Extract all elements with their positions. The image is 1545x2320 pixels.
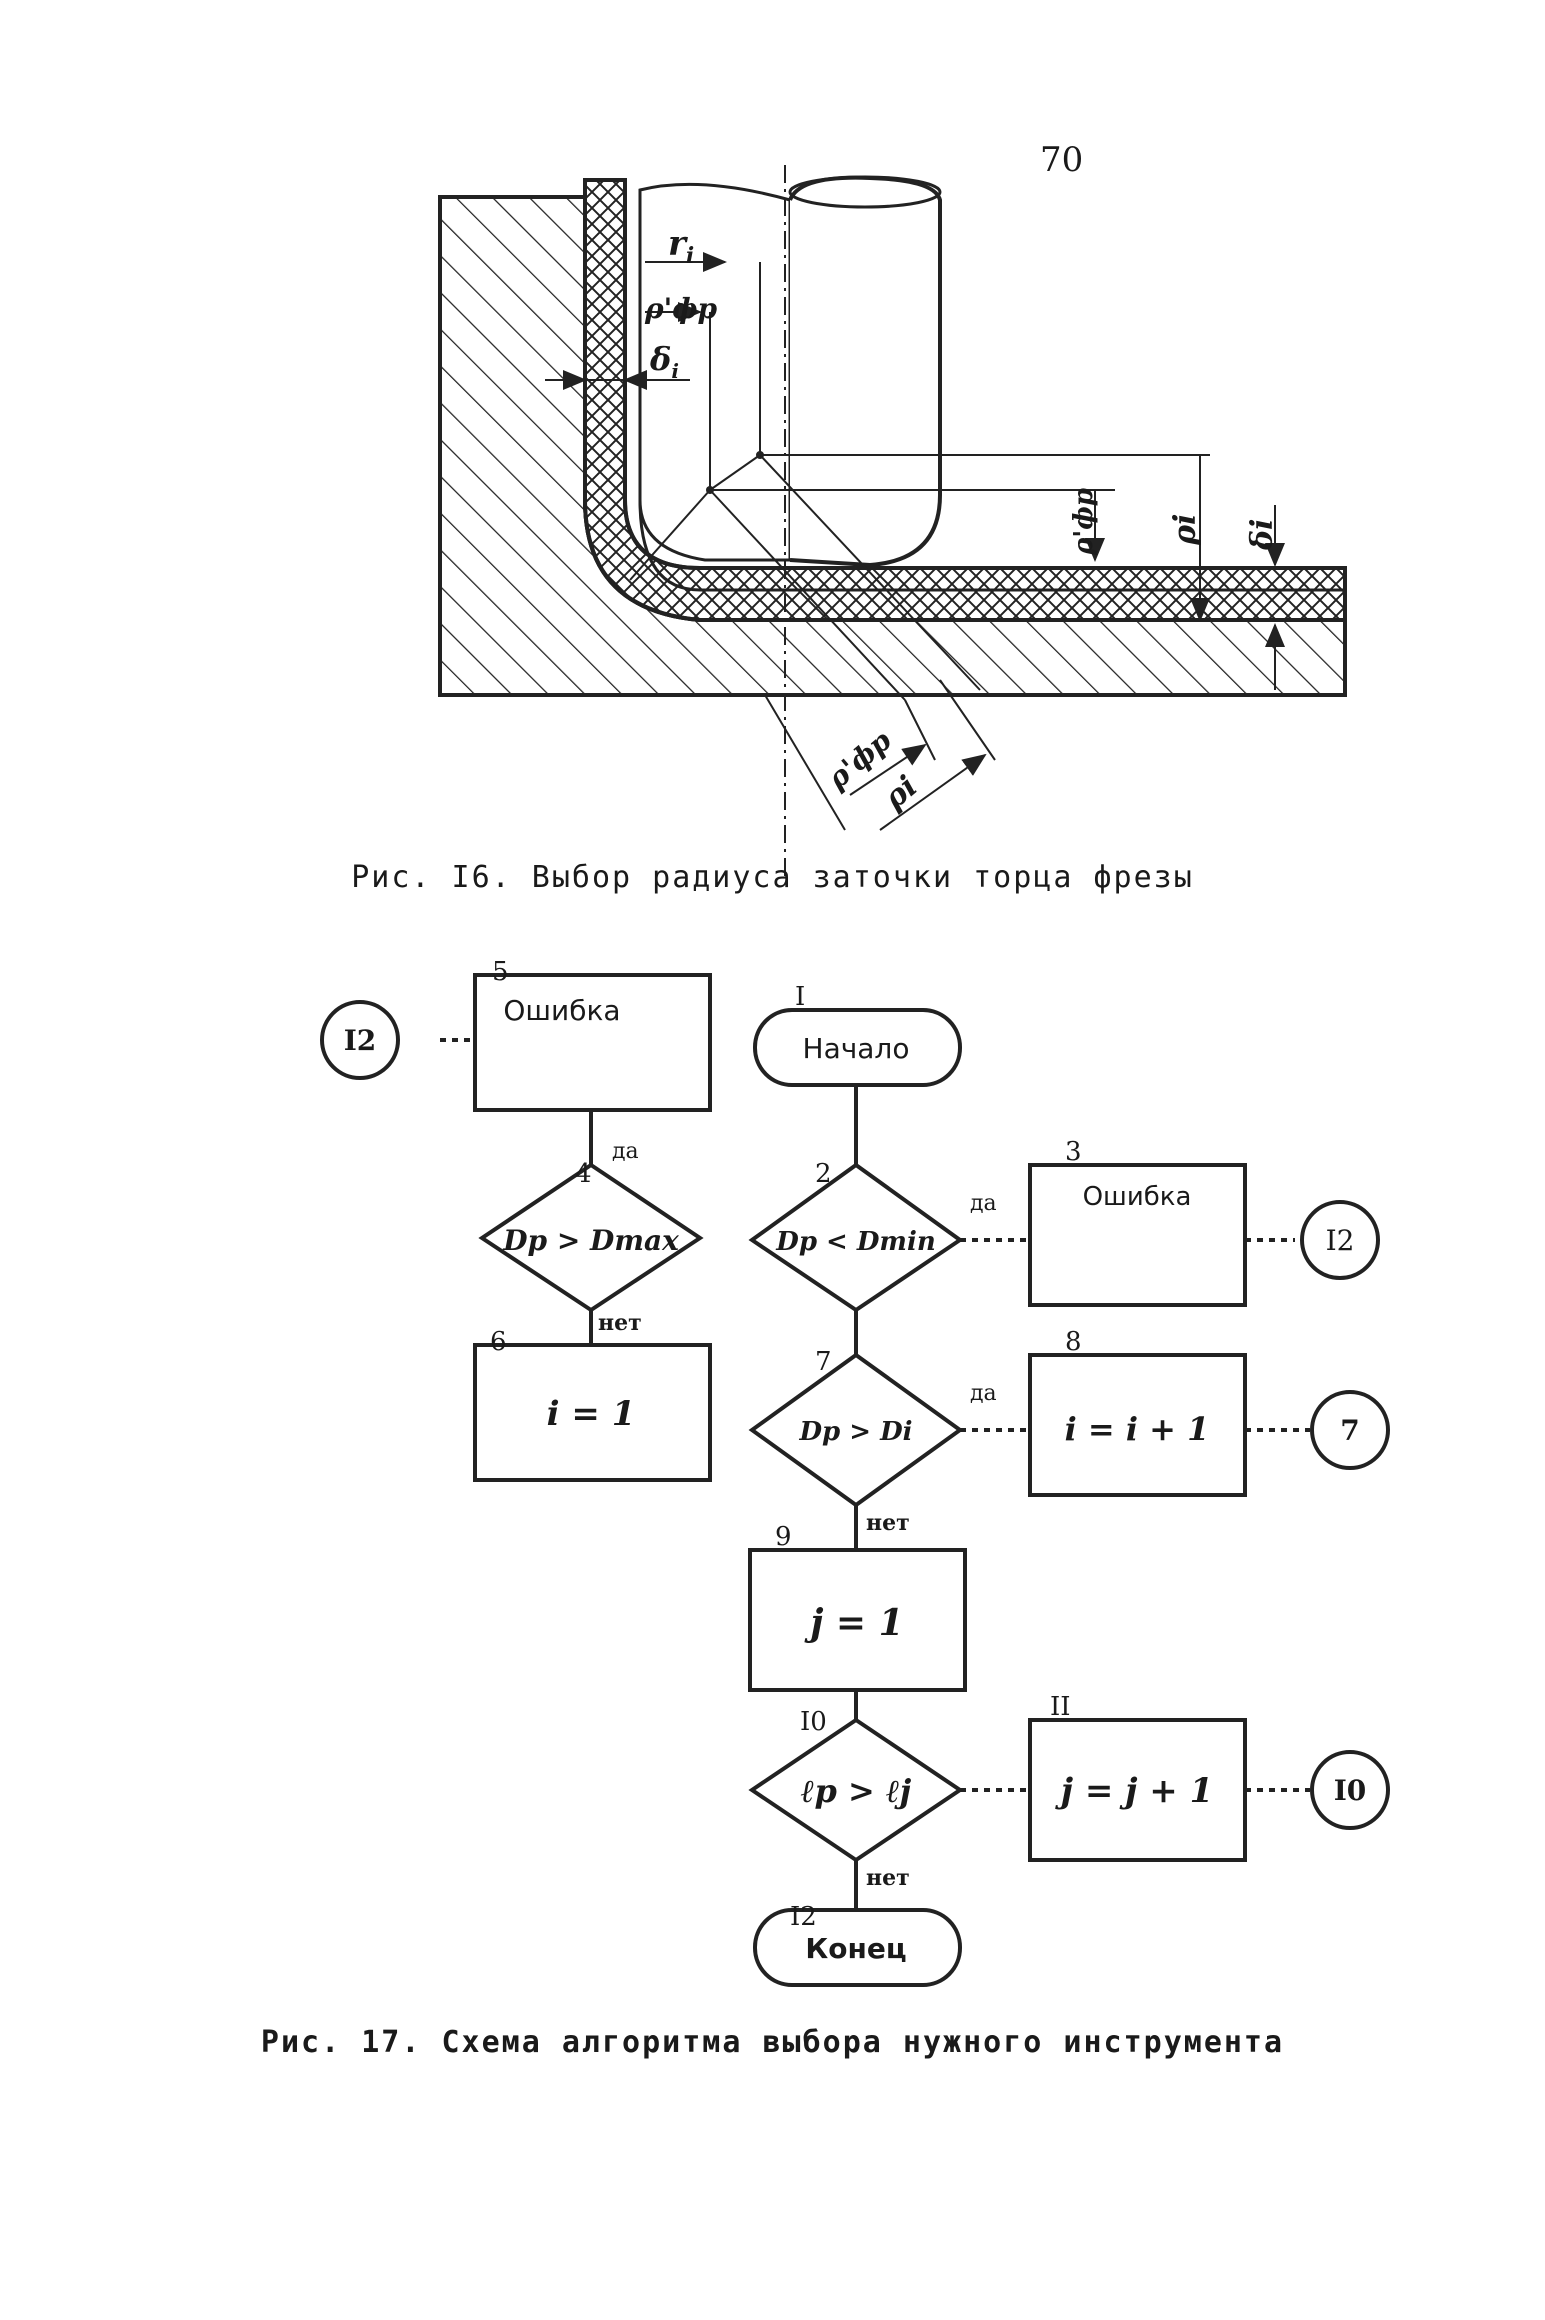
node-11-number: II — [1050, 1692, 1071, 1722]
node-2-text: Dp < Dmin — [775, 1227, 935, 1257]
node-8-box — [1028, 1353, 1247, 1497]
node-6-number: 6 — [490, 1327, 507, 1357]
node-6-box — [473, 1343, 712, 1482]
node-4-diamond — [478, 1162, 704, 1313]
node-12-terminal — [753, 1908, 962, 1987]
connector-10-label: I0 — [1334, 1774, 1367, 1807]
label-rho-i-vertical: ρi — [1168, 514, 1203, 546]
label-delta-i: δi — [649, 340, 679, 383]
branch-no-4: нет — [598, 1310, 642, 1336]
node-12-text: Конец — [805, 1932, 906, 1965]
branch-yes-7: да — [970, 1381, 997, 1406]
node-10-diamond — [748, 1717, 964, 1863]
branch-no-7: нет — [866, 1510, 910, 1536]
node-2-number: 2 — [815, 1159, 832, 1189]
label-rho-fr-vertical: ρ'фр — [1069, 488, 1099, 556]
node-11-box — [1028, 1718, 1247, 1862]
node-5-box — [473, 973, 712, 1112]
connector-7 — [1310, 1390, 1390, 1470]
connector-12-left-label: I2 — [344, 1024, 377, 1057]
page-number: 70 — [1040, 140, 1084, 180]
branch-yes-2: да — [970, 1191, 997, 1216]
node-3-box — [1028, 1163, 1247, 1307]
node-11-text: j = j + 1 — [1055, 1771, 1214, 1811]
node-9-number: 9 — [775, 1522, 792, 1552]
connector-12-right — [1300, 1200, 1380, 1280]
node-1-terminal — [753, 1008, 962, 1087]
node-12-number: I2 — [790, 1902, 817, 1932]
node-9-box — [748, 1548, 967, 1692]
figure-16-caption: Рис. I6. Выбор радиуса заточки торца фре… — [351, 860, 1194, 895]
node-7-number: 7 — [815, 1347, 832, 1377]
node-5-text: Ошибка — [503, 994, 620, 1027]
node-3-number: 3 — [1065, 1137, 1082, 1167]
node-5-number: 5 — [492, 957, 509, 987]
node-3-text: Ошибка — [1083, 1182, 1192, 1212]
node-4-text: Dp > Dmax — [502, 1224, 679, 1257]
connector-12-right-label: I2 — [1326, 1224, 1355, 1257]
connector-12-left — [320, 1000, 400, 1080]
branch-no-10: нет — [866, 1865, 910, 1891]
node-7-diamond — [748, 1352, 964, 1508]
connector-10 — [1310, 1750, 1390, 1830]
node-4-number: 4 — [575, 1159, 592, 1189]
label-delta-i-vertical: δi — [1245, 519, 1280, 551]
node-10-number: I0 — [800, 1707, 827, 1737]
label-rho-fr: ρ'фр — [644, 292, 717, 325]
label-r-i: ri — [668, 224, 694, 269]
node-2-diamond — [748, 1162, 964, 1313]
node-9-text: j = 1 — [804, 1602, 903, 1644]
connector-7-label: 7 — [1340, 1414, 1359, 1447]
node-8-number: 8 — [1065, 1327, 1082, 1357]
branch-yes-4: да — [612, 1139, 639, 1164]
node-7-text: Dp > Di — [798, 1417, 912, 1447]
node-1-text: Начало — [803, 1032, 910, 1065]
node-1-number: I — [795, 982, 805, 1012]
node-10-text: ℓp > ℓj — [801, 1772, 912, 1810]
node-8-text: i = i + 1 — [1065, 1410, 1210, 1448]
node-6-text: i = 1 — [547, 1394, 636, 1434]
figure-17-caption: Рис. 17. Схема алгоритма выбора нужного … — [260, 2025, 1285, 2060]
